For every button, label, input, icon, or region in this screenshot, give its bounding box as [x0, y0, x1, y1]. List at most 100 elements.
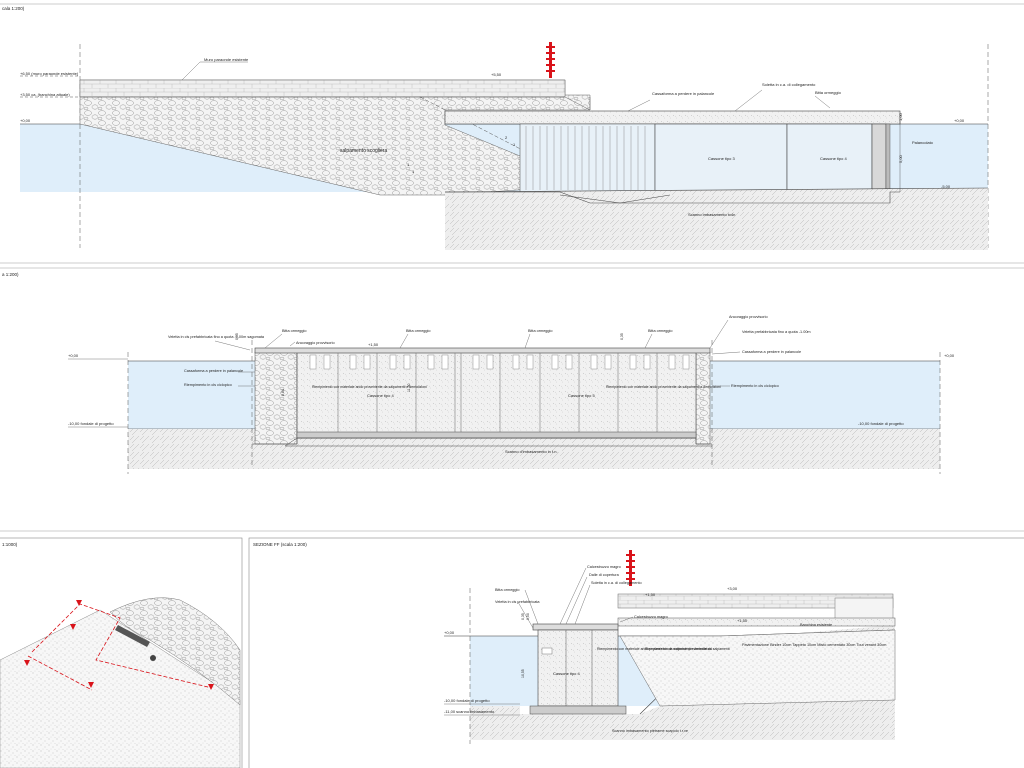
label-cassone-3: Cassone tipo 3 — [708, 156, 735, 161]
label-scanno-top: Scanno imbasamento tv4n — [688, 212, 735, 217]
red-outline-3d — [27, 603, 213, 691]
label-pavimentazione: Pavimentazione Binder 10cm Tappeto 10cm … — [742, 643, 886, 647]
label-soletta: Soletta in c.a. di collegamento — [762, 82, 816, 87]
label-riempimento-mat-2: Riempimento con materiale arido provenie… — [606, 385, 721, 389]
dim-mid-c: 0,35 — [620, 333, 624, 340]
level-mid-right: +0,00 — [944, 353, 955, 358]
slope-ratio-3: 1 — [407, 162, 410, 167]
level-existing-quay: +3,50 ca. (banchina attuale) — [20, 92, 70, 97]
dim-ff-2: 0,50 — [526, 613, 530, 620]
dim-ff-3: 10,55 — [521, 669, 525, 678]
bottom-left-title: 1:1000) — [2, 542, 18, 547]
label-calcestruzzo-1: Calcestruzzo magro — [587, 565, 621, 569]
dim-ff-1: 0,35 — [521, 613, 525, 620]
label-ancoraggio-prov: Ancoraggio provvisorio — [296, 341, 335, 345]
middle-section: a 1:200) — [0, 267, 1024, 532]
leaders-mid — [214, 319, 741, 387]
caisson-ff — [537, 629, 619, 707]
quay-surface-3d — [0, 609, 241, 768]
label-veletta-left: Veletta in cls prefabbricata fino a quot… — [168, 335, 265, 339]
level-zero-left: +0,00 — [20, 118, 31, 123]
slope-ratio-1: 2 — [505, 135, 508, 140]
level-ff-top-1: +1,50 — [645, 592, 656, 597]
label-riempimento-right: Riempimento in cls ciclopico — [731, 384, 779, 388]
level-ff-fondale: -10,00 fondale di progetto — [444, 698, 490, 703]
level-mid-top: +1,50 — [368, 342, 379, 347]
caisson-type-4 — [786, 123, 873, 193]
label-veletta-ff: Veletta in cls prefabbricata — [495, 600, 540, 604]
banchina-slab-ff — [617, 617, 896, 627]
bottom-left-panel: 1:1000) — [0, 537, 243, 768]
label-dalle: Dalle di copertura — [589, 573, 620, 577]
top-section-title: cala 1:200) — [2, 6, 25, 11]
existing-wall — [79, 79, 566, 98]
caisson-strip-lines — [525, 126, 646, 190]
caisson-cells — [296, 353, 658, 438]
level-bottom: -5,00 — [941, 184, 951, 189]
dim-1m: 1,00 — [898, 112, 903, 121]
label-scanno-mid: Scanno d'imbasamento in t.n. — [505, 449, 558, 454]
leaders-ff — [517, 567, 634, 629]
label-cassaforma-right: Cassaforma a perdere in palancole — [742, 350, 801, 354]
label-cassone-ff: Cassone tipo 4 — [553, 671, 580, 676]
label-cassaforma: Cassaforma a perdere in palancole — [652, 91, 715, 96]
label-scanno-ff: Scanno imbasamento pietrame scapolo t.r.… — [612, 729, 688, 733]
level-ff-top-3: +1,50 — [737, 618, 748, 623]
dim-mid-b: 11,50 — [407, 383, 411, 392]
bottom-right-panel: SEZIONE FF (scala 1:200) — [248, 537, 1024, 768]
label-cassaforma-left: Cassaforma a perdere in palancole — [184, 369, 243, 373]
label-bitta: Bitta ormeggio — [815, 90, 842, 95]
slope-ratio-2: 1 — [513, 142, 516, 147]
caisson-type-3 — [654, 123, 788, 193]
dark-block-3d — [115, 625, 150, 647]
sezione-ff-title: SEZIONE FF (scala 1:200) — [253, 542, 307, 547]
label-riempimento-mat-1: Riempimento con materiale arido provenie… — [312, 385, 427, 389]
label-cassone-mid-1: Cassone tipo 4 — [367, 393, 394, 398]
fill-embankment — [619, 629, 896, 707]
sheet-pile — [871, 123, 887, 193]
label-muro: Muro paraonde esistente — [204, 57, 249, 62]
caisson-left-strip — [519, 123, 656, 193]
top-section: cala 1:200) — [0, 3, 1024, 264]
top-slab — [444, 110, 901, 125]
label-cassone-mid-2: Cassone tipo 5 — [568, 393, 595, 398]
label-cassone-4: Cassone tipo 4 — [820, 156, 847, 161]
dim-mid-a: 0,35 — [235, 333, 239, 340]
rock-mound-3d — [109, 597, 241, 706]
middle-section-title: a 1:200) — [2, 272, 19, 277]
label-calcestruzzo-2: Calcestruzzo magro — [634, 615, 668, 619]
label-riemp-ff-2: Riempimento con materiale proveniente da… — [645, 647, 730, 651]
level-wall-crest: +5,50 — [491, 72, 502, 77]
level-zero-right: +0,00 — [954, 118, 965, 123]
label-ancoraggio-perm: Ancoraggio provvisorio — [729, 315, 768, 319]
level-ff-scanno: -11,00 scanno imbasamento — [444, 709, 495, 714]
label-riemp-ff-1: Riempimento con materiale arido provenie… — [597, 647, 712, 651]
cyclopean-fill-left — [254, 351, 298, 445]
top-slab-ff — [532, 623, 619, 631]
label-riempimento-left: Riempimento in cls ciclopico — [184, 383, 232, 387]
level-ff-zero: +0,00 — [444, 630, 455, 635]
caisson-top-openings — [309, 354, 690, 370]
base-ff — [529, 705, 627, 715]
label-bitta-1: Bitta ormeggio — [282, 329, 306, 333]
label-soletta-ff: Soletta in c.a. di collegamento — [591, 581, 642, 585]
caisson-row — [296, 351, 697, 439]
marker-pole-ff — [626, 550, 635, 586]
level-mid-bottom-right: -10,00 fondale di progetto — [858, 421, 904, 426]
dim-mid-d: 8,84 — [281, 389, 285, 396]
level-markers-top: +6,50 (muro paraonde esistente) +3,50 ca… — [20, 71, 965, 189]
level-mid-bottom-left: -10,00 fondale di progetto — [68, 421, 114, 426]
label-banchina: Banchina esistente — [800, 623, 832, 627]
label-bitta-4: Bitta ormeggio — [648, 329, 672, 333]
slope-ratio-4: 1 — [412, 169, 415, 174]
level-ff-top-2: +3,00 — [727, 586, 738, 591]
level-wall-top: +6,50 (muro paraonde esistente) — [20, 71, 79, 76]
label-bitta-3: Bitta ormeggio — [528, 329, 552, 333]
marker-pole — [546, 42, 555, 78]
label-palancolato: Palancolato — [912, 140, 934, 145]
label-bitta-2: Bitta ormeggio — [406, 329, 430, 333]
label-salpamento: salpamento scogliera — [340, 148, 387, 154]
label-bitta-ff: Bitta ormeggio — [495, 588, 519, 592]
seabed — [445, 188, 988, 250]
